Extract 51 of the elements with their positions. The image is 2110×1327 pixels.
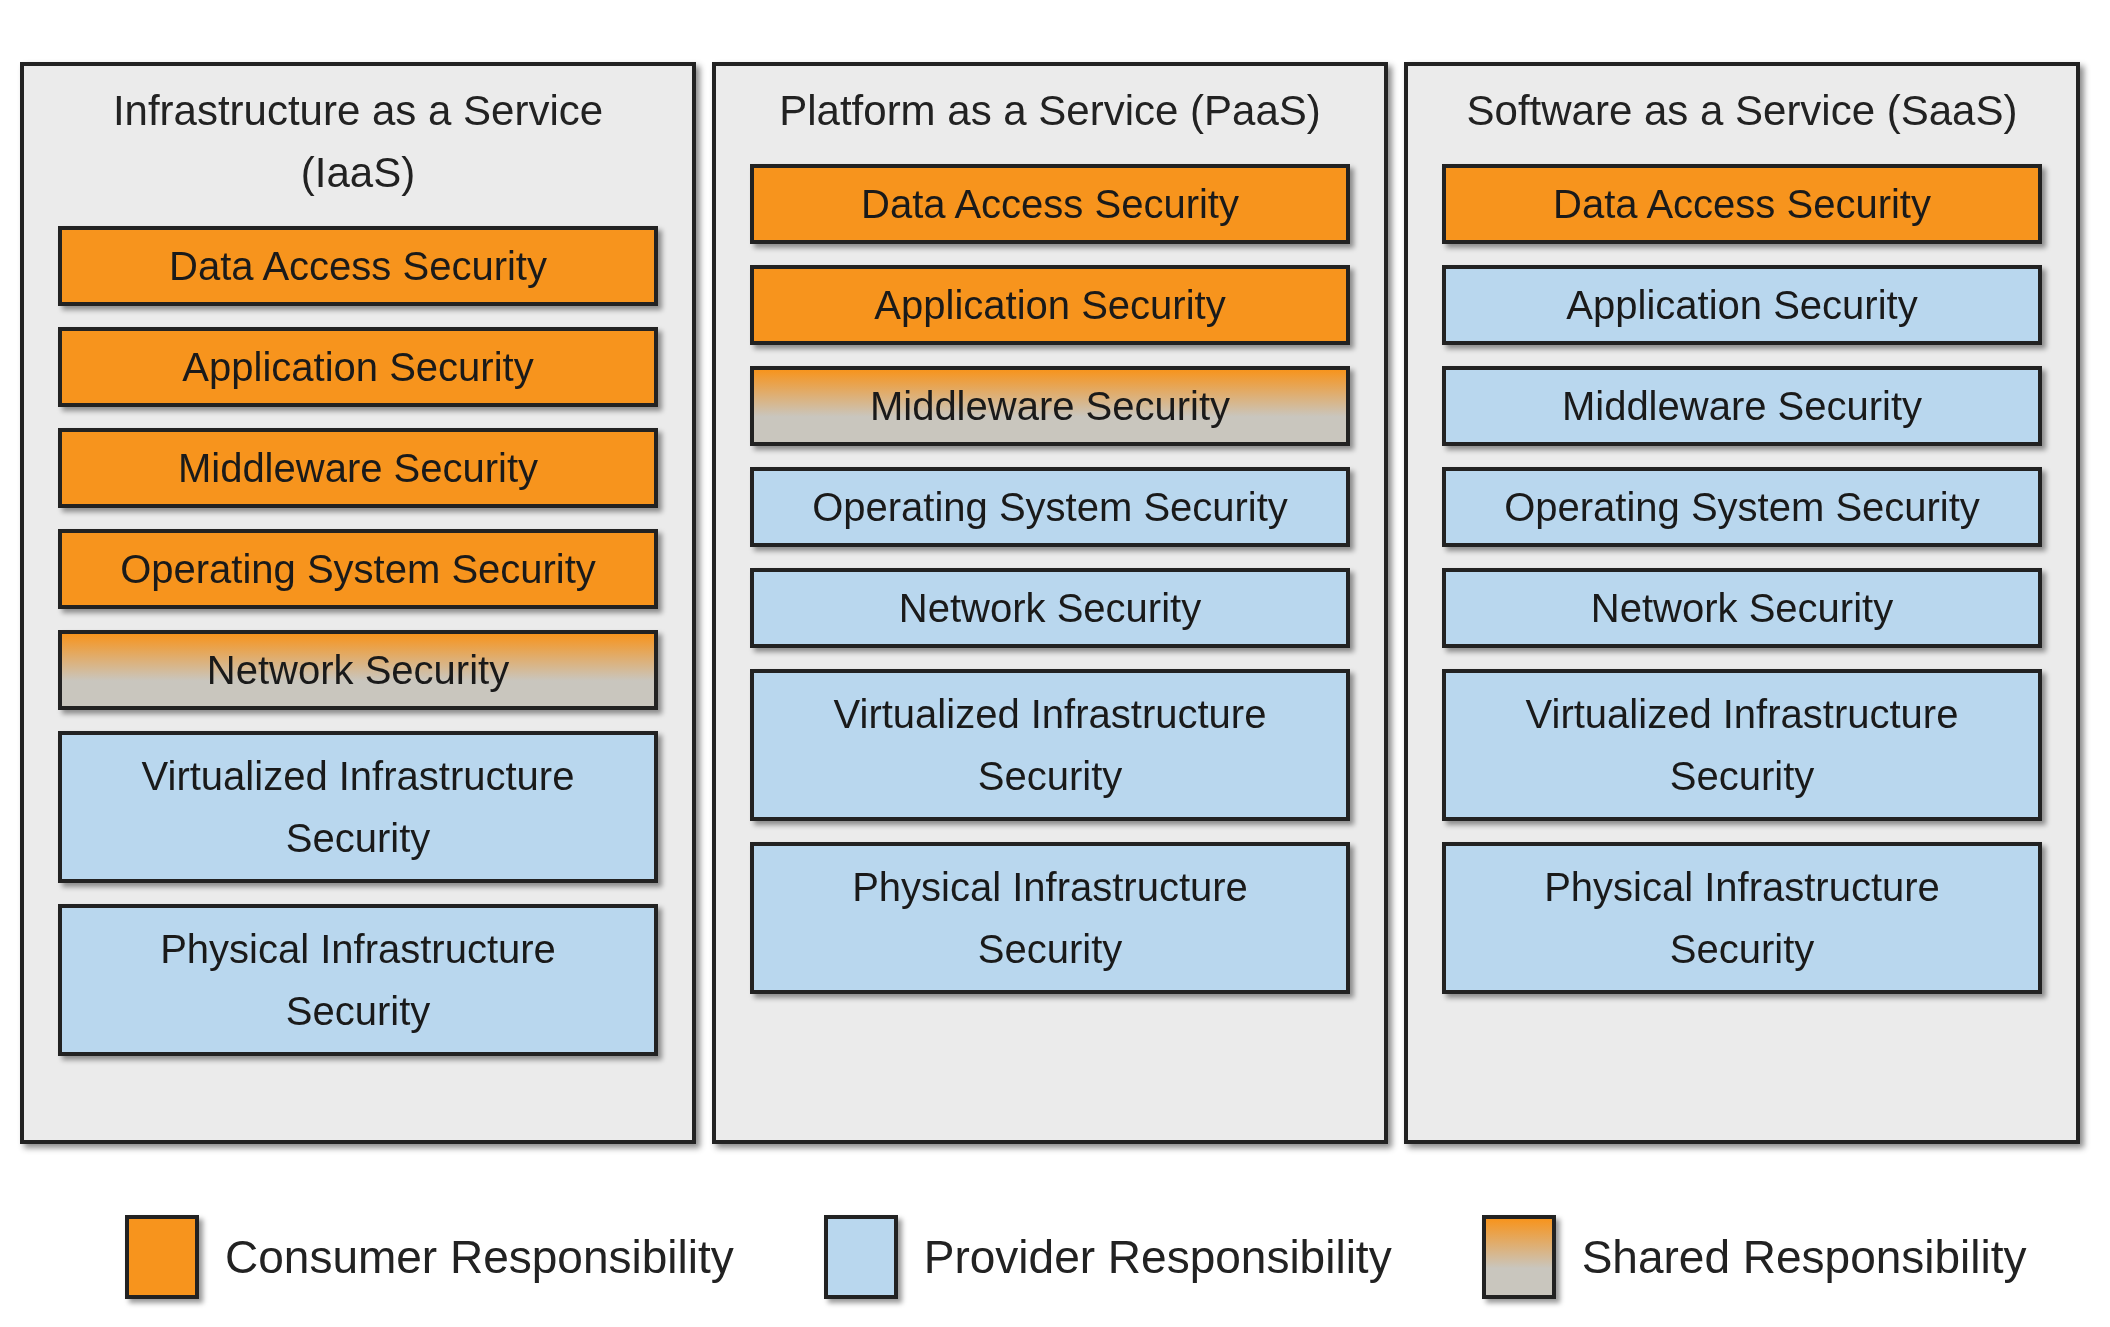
layer-label: Operating System Security	[812, 484, 1288, 531]
security-layer-box	[58, 529, 658, 609]
layer-label: Virtualized Infrastructure Security	[140, 753, 576, 862]
layer-label: Physical Infrastructure Security	[159, 926, 557, 1035]
layer-label: Middleware Security	[1561, 383, 1923, 430]
security-layer-box	[1442, 568, 2042, 648]
layer-label: Application Security	[1566, 282, 1918, 329]
layer-label: Operating System Security	[120, 546, 596, 593]
security-layer-box	[750, 568, 1350, 648]
layer-label: Physical Infrastructure Security	[1543, 864, 1941, 973]
legend-label: Provider Responsibility	[923, 1229, 1392, 1285]
layer-label: Data Access Security	[861, 181, 1239, 228]
security-layer-box	[750, 842, 1350, 994]
security-layer-box	[750, 467, 1350, 547]
security-layer-box	[1442, 842, 2042, 994]
layer-label: Middleware Security	[177, 445, 539, 492]
layer-label: Network Security	[206, 647, 510, 694]
panel-title: Software as a Service (SaaS)	[1465, 86, 2019, 136]
layer-label: Network Security	[1590, 585, 1894, 632]
security-layer-box	[750, 669, 1350, 821]
layer-label: Network Security	[898, 585, 1202, 632]
service-panel	[20, 62, 696, 1144]
security-layer-box	[1442, 467, 2042, 547]
legend-label: Shared Responsibility	[1581, 1229, 2027, 1285]
security-layer-box	[58, 327, 658, 407]
layer-label: Application Security	[874, 282, 1226, 329]
layer-label: Physical Infrastructure Security	[851, 864, 1249, 973]
layer-label: Data Access Security	[1553, 181, 1931, 228]
layer-label: Data Access Security	[169, 243, 547, 290]
security-layer-box	[58, 226, 658, 306]
panel-title: Infrastructure as a Service (IaaS)	[111, 86, 605, 198]
service-panel	[1404, 62, 2080, 1144]
panel-title: Platform as a Service (PaaS)	[778, 86, 1322, 136]
layer-label: Middleware Security	[869, 383, 1231, 430]
layer-label: Application Security	[182, 344, 534, 391]
security-layer-box	[750, 164, 1350, 244]
security-layer-box	[58, 630, 658, 710]
security-layer-box	[1442, 265, 2042, 345]
layer-label: Virtualized Infrastructure Security	[1524, 691, 1960, 800]
layer-label: Virtualized Infrastructure Security	[832, 691, 1268, 800]
security-layer-box	[58, 731, 658, 883]
security-layer-box	[1442, 366, 2042, 446]
security-layer-box	[1442, 164, 2042, 244]
security-layer-box	[58, 428, 658, 508]
security-layer-box	[750, 265, 1350, 345]
security-layer-box	[1442, 669, 2042, 821]
service-panel	[712, 62, 1388, 1144]
layer-label: Operating System Security	[1504, 484, 1980, 531]
legend-label: Consumer Responsibility	[225, 1229, 734, 1285]
security-layer-box	[750, 366, 1350, 446]
security-layer-box	[58, 904, 658, 1056]
